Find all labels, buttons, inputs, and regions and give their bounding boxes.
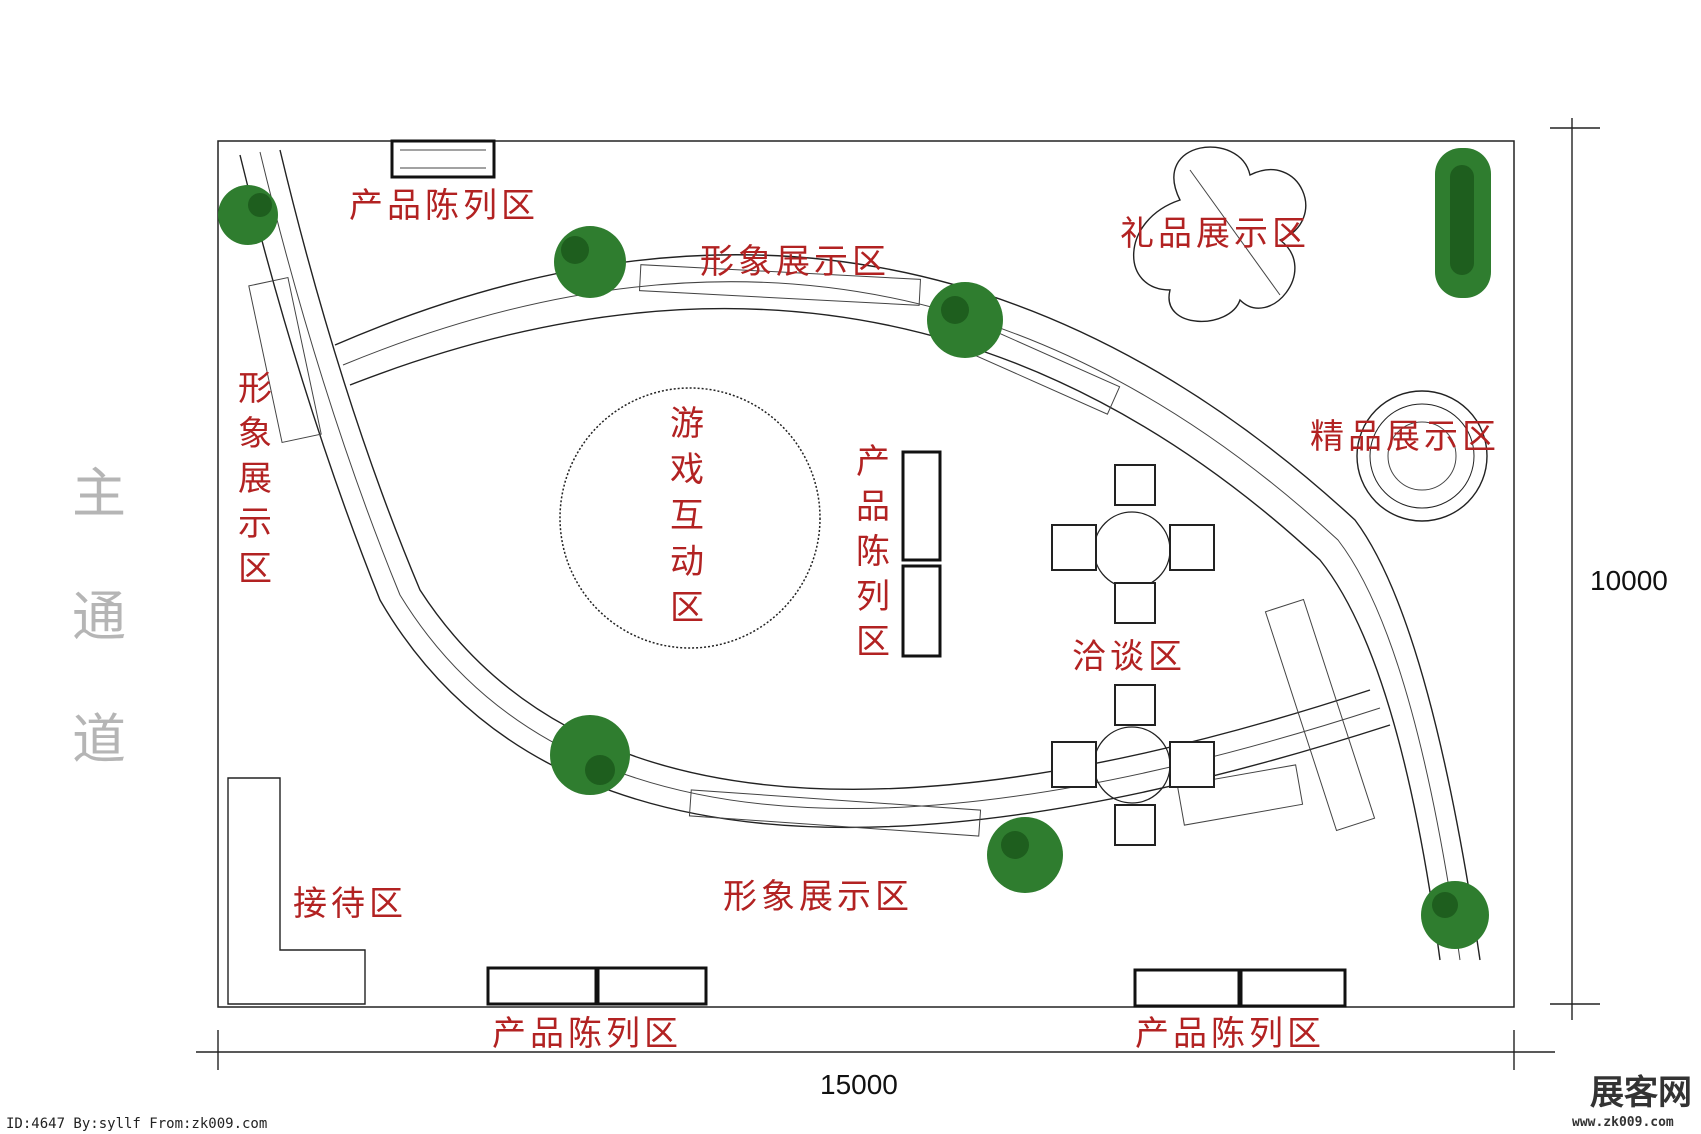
watermark-logo: 展客网 — [1590, 1073, 1692, 1113]
showcase-bottom-right — [1133, 968, 1347, 1008]
svg-text:道: 道 — [72, 708, 126, 771]
svg-text:游: 游 — [670, 404, 704, 444]
svg-text:陈: 陈 — [856, 532, 890, 572]
boutique-display-stand — [1356, 390, 1488, 522]
watermark-url: www.zk009.com — [1572, 1115, 1674, 1130]
plant-icon — [1421, 881, 1489, 949]
svg-text:互: 互 — [670, 496, 704, 536]
plant-icon — [554, 226, 626, 298]
game-area-circle — [559, 387, 821, 649]
svg-text:通: 通 — [72, 585, 126, 648]
svg-text:品: 品 — [856, 487, 890, 527]
booth-boundary — [217, 140, 1515, 1008]
label-product-center: 产 品 陈 列 区 — [856, 442, 890, 662]
label-boutique: 精品展示区 — [1310, 417, 1500, 457]
showcase-center — [901, 450, 942, 658]
svg-text:形: 形 — [238, 369, 272, 409]
svg-text:区: 区 — [238, 549, 272, 589]
label-product-top: 产品陈列区 — [349, 186, 539, 226]
plant-icon — [1435, 148, 1491, 298]
showcase-bottom-left — [486, 966, 708, 1006]
svg-text:列: 列 — [856, 577, 890, 617]
label-game: 游 戏 互 动 区 — [670, 404, 704, 628]
negotiation-table-lower — [1051, 684, 1215, 846]
curved-display-wall-lower — [239, 149, 1391, 829]
svg-text:动: 动 — [670, 542, 704, 582]
showcase-top-left — [390, 139, 496, 179]
label-product-bottom-left: 产品陈列区 — [492, 1014, 682, 1054]
height-dimension-label: 10000 — [1590, 565, 1668, 596]
negotiation-table-upper — [1051, 464, 1215, 624]
svg-text:象: 象 — [238, 414, 272, 454]
svg-text:区: 区 — [856, 622, 890, 662]
plant-icon — [987, 817, 1063, 893]
width-dimension-line — [196, 1030, 1555, 1070]
height-dimension-line — [1550, 118, 1600, 1020]
svg-text:主: 主 — [72, 462, 126, 525]
label-gift: 礼品展示区 — [1120, 214, 1310, 254]
plant-icon — [218, 185, 278, 245]
label-product-bottom-right: 产品陈列区 — [1135, 1014, 1325, 1054]
plant-icon — [550, 715, 630, 795]
image-credit: ID:4647 By:syllf From:zk009.com — [6, 1116, 267, 1132]
svg-text:示: 示 — [238, 504, 272, 544]
svg-text:产: 产 — [856, 442, 890, 482]
reception-desk — [227, 777, 366, 1005]
label-image-bottom: 形象展示区 — [723, 877, 913, 917]
svg-text:展: 展 — [238, 459, 272, 499]
plant-icon — [927, 282, 1003, 358]
label-reception: 接待区 — [293, 884, 407, 924]
main-aisle-label: 主 通 道 — [72, 462, 126, 771]
gift-display-stand — [1133, 146, 1307, 322]
label-image-top: 形象展示区 — [700, 242, 890, 282]
label-negotiation: 洽谈区 — [1072, 637, 1186, 677]
svg-text:戏: 戏 — [670, 450, 704, 490]
width-dimension-label: 15000 — [820, 1069, 898, 1100]
svg-text:区: 区 — [670, 588, 704, 628]
label-image-left: 形 象 展 示 区 — [238, 369, 272, 589]
